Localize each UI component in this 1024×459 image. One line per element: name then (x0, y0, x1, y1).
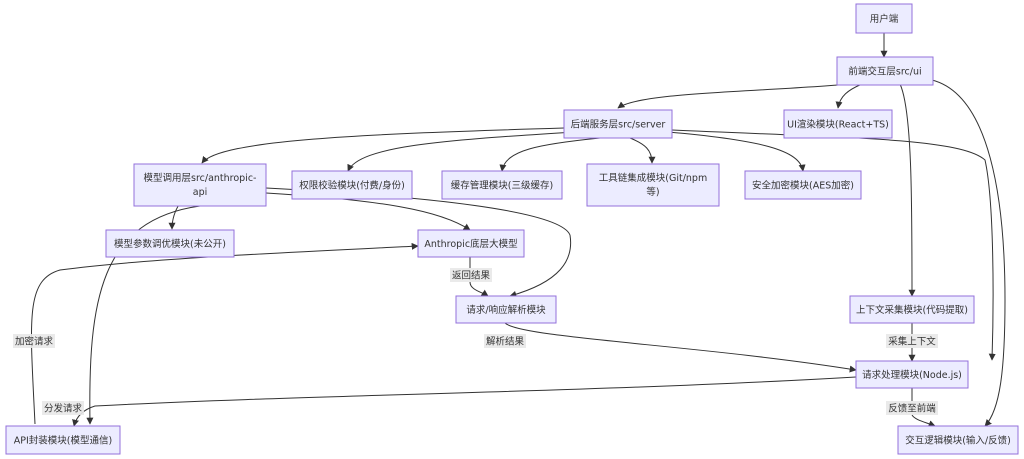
node-label: 前端交互层src/ui (848, 66, 921, 78)
node-label: Anthropic底层大模型 (424, 238, 518, 250)
node-label: API封装模块(模型通信) (14, 435, 112, 447)
node-label: 缓存管理模块(三级缓存) (451, 180, 553, 192)
edge-label-text: 加密请求 (15, 336, 54, 348)
edge-label-dispatch-request: 分发请求 (42, 401, 84, 415)
node-backend[interactable]: 后端服务层src/server (563, 109, 673, 139)
edge-backend-cache (499, 137, 601, 172)
edge-frontend-interaction (931, 79, 1006, 427)
node-label: 后端服务层src/server (571, 119, 666, 131)
node-ui-render[interactable]: UI渲染模块(React+TS) (783, 109, 893, 139)
node-label: UI渲染模块(React+TS) (787, 119, 889, 131)
node-cache[interactable]: 缓存管理模块(三级缓存) (441, 170, 563, 200)
edge-backend-modelcall (201, 127, 565, 164)
edge-reqhandler-interaction (911, 388, 935, 426)
node-label: 用户端 (870, 13, 899, 25)
node-anthropic-model[interactable]: Anthropic底层大模型 (417, 229, 525, 258)
node-label: 交互逻辑模块(输入/反馈) (905, 435, 1011, 447)
edge-label-text: 反馈至前端 (888, 403, 936, 415)
node-req-parse[interactable]: 请求/响应解析模块 (455, 295, 557, 324)
edge-label-text: 分发请求 (44, 403, 83, 415)
edge-frontend-backend (617, 83, 851, 109)
node-req-handler[interactable]: 请求处理模块(Node.js) (855, 360, 969, 389)
edge-reqparse-reqhandler (504, 322, 857, 373)
edge-label-feedback-frontend: 反馈至前端 (886, 401, 938, 415)
node-label: 请求处理模块(Node.js) (862, 369, 962, 381)
node-label-line-2: api (193, 187, 208, 198)
node-label-line-2: 等) (646, 186, 659, 198)
edge-label-collect-context: 采集上下文 (886, 334, 938, 348)
node-permission[interactable]: 权限校验模块(付费/身份) (291, 170, 413, 200)
node-context[interactable]: 上下文采集模块(代码提取) (849, 295, 975, 324)
node-interaction[interactable]: 交互逻辑模块(输入/反馈) (897, 425, 1019, 455)
edge-label-text: 解析结果 (486, 336, 525, 348)
edge-apiwrapper-anthropic (30, 242, 419, 425)
node-label-line-1: 模型调用层src/anthropic- (144, 172, 257, 184)
node-label-line-1: 工具链集成模块(Git/npm (599, 172, 707, 184)
node-model-call[interactable]: 模型调用层src/anthropic- api (133, 163, 267, 207)
edge-modelcall-apiwrapper (86, 205, 201, 425)
node-toolchain[interactable]: 工具链集成模块(Git/npm 等) (586, 163, 720, 207)
edge-frontend-uirender (835, 83, 863, 109)
edge-label-text: 采集上下文 (888, 336, 936, 348)
edge-frontend-context (899, 83, 916, 297)
edge-anthropic-reqparse (469, 256, 488, 296)
edge-backend-permission (347, 131, 575, 172)
node-user[interactable]: 用户端 (855, 3, 913, 34)
node-label: 权限校验模块(付费/身份) (299, 180, 405, 192)
edge-backend-reqhandler (671, 129, 996, 361)
node-security[interactable]: 安全加密模块(AES加密) (744, 170, 862, 200)
edge-label-text: 返回结果 (452, 270, 491, 282)
edge-label-return-result: 返回结果 (450, 268, 492, 282)
node-label: 请求/响应解析模块 (466, 304, 546, 316)
edge-modelcall-param (168, 202, 181, 230)
node-label: 安全加密模块(AES加密) (752, 180, 854, 192)
edge-backend-toolchain (629, 137, 656, 164)
node-frontend[interactable]: 前端交互层src/ui (836, 56, 934, 86)
node-param-tuning[interactable]: 模型参数调优模块(未公开) (105, 229, 235, 258)
node-api-wrapper[interactable]: API封装模块(模型通信) (5, 425, 121, 455)
edge-reqhandler-apiwrapper (72, 376, 857, 427)
edge-label-encrypted-request: 加密请求 (13, 334, 55, 348)
edge-backend-security (667, 131, 806, 172)
edge-label-parse-result: 解析结果 (484, 334, 526, 348)
node-label: 模型参数调优模块(未公开) (114, 238, 226, 250)
node-label: 上下文采集模块(代码提取) (856, 304, 968, 316)
